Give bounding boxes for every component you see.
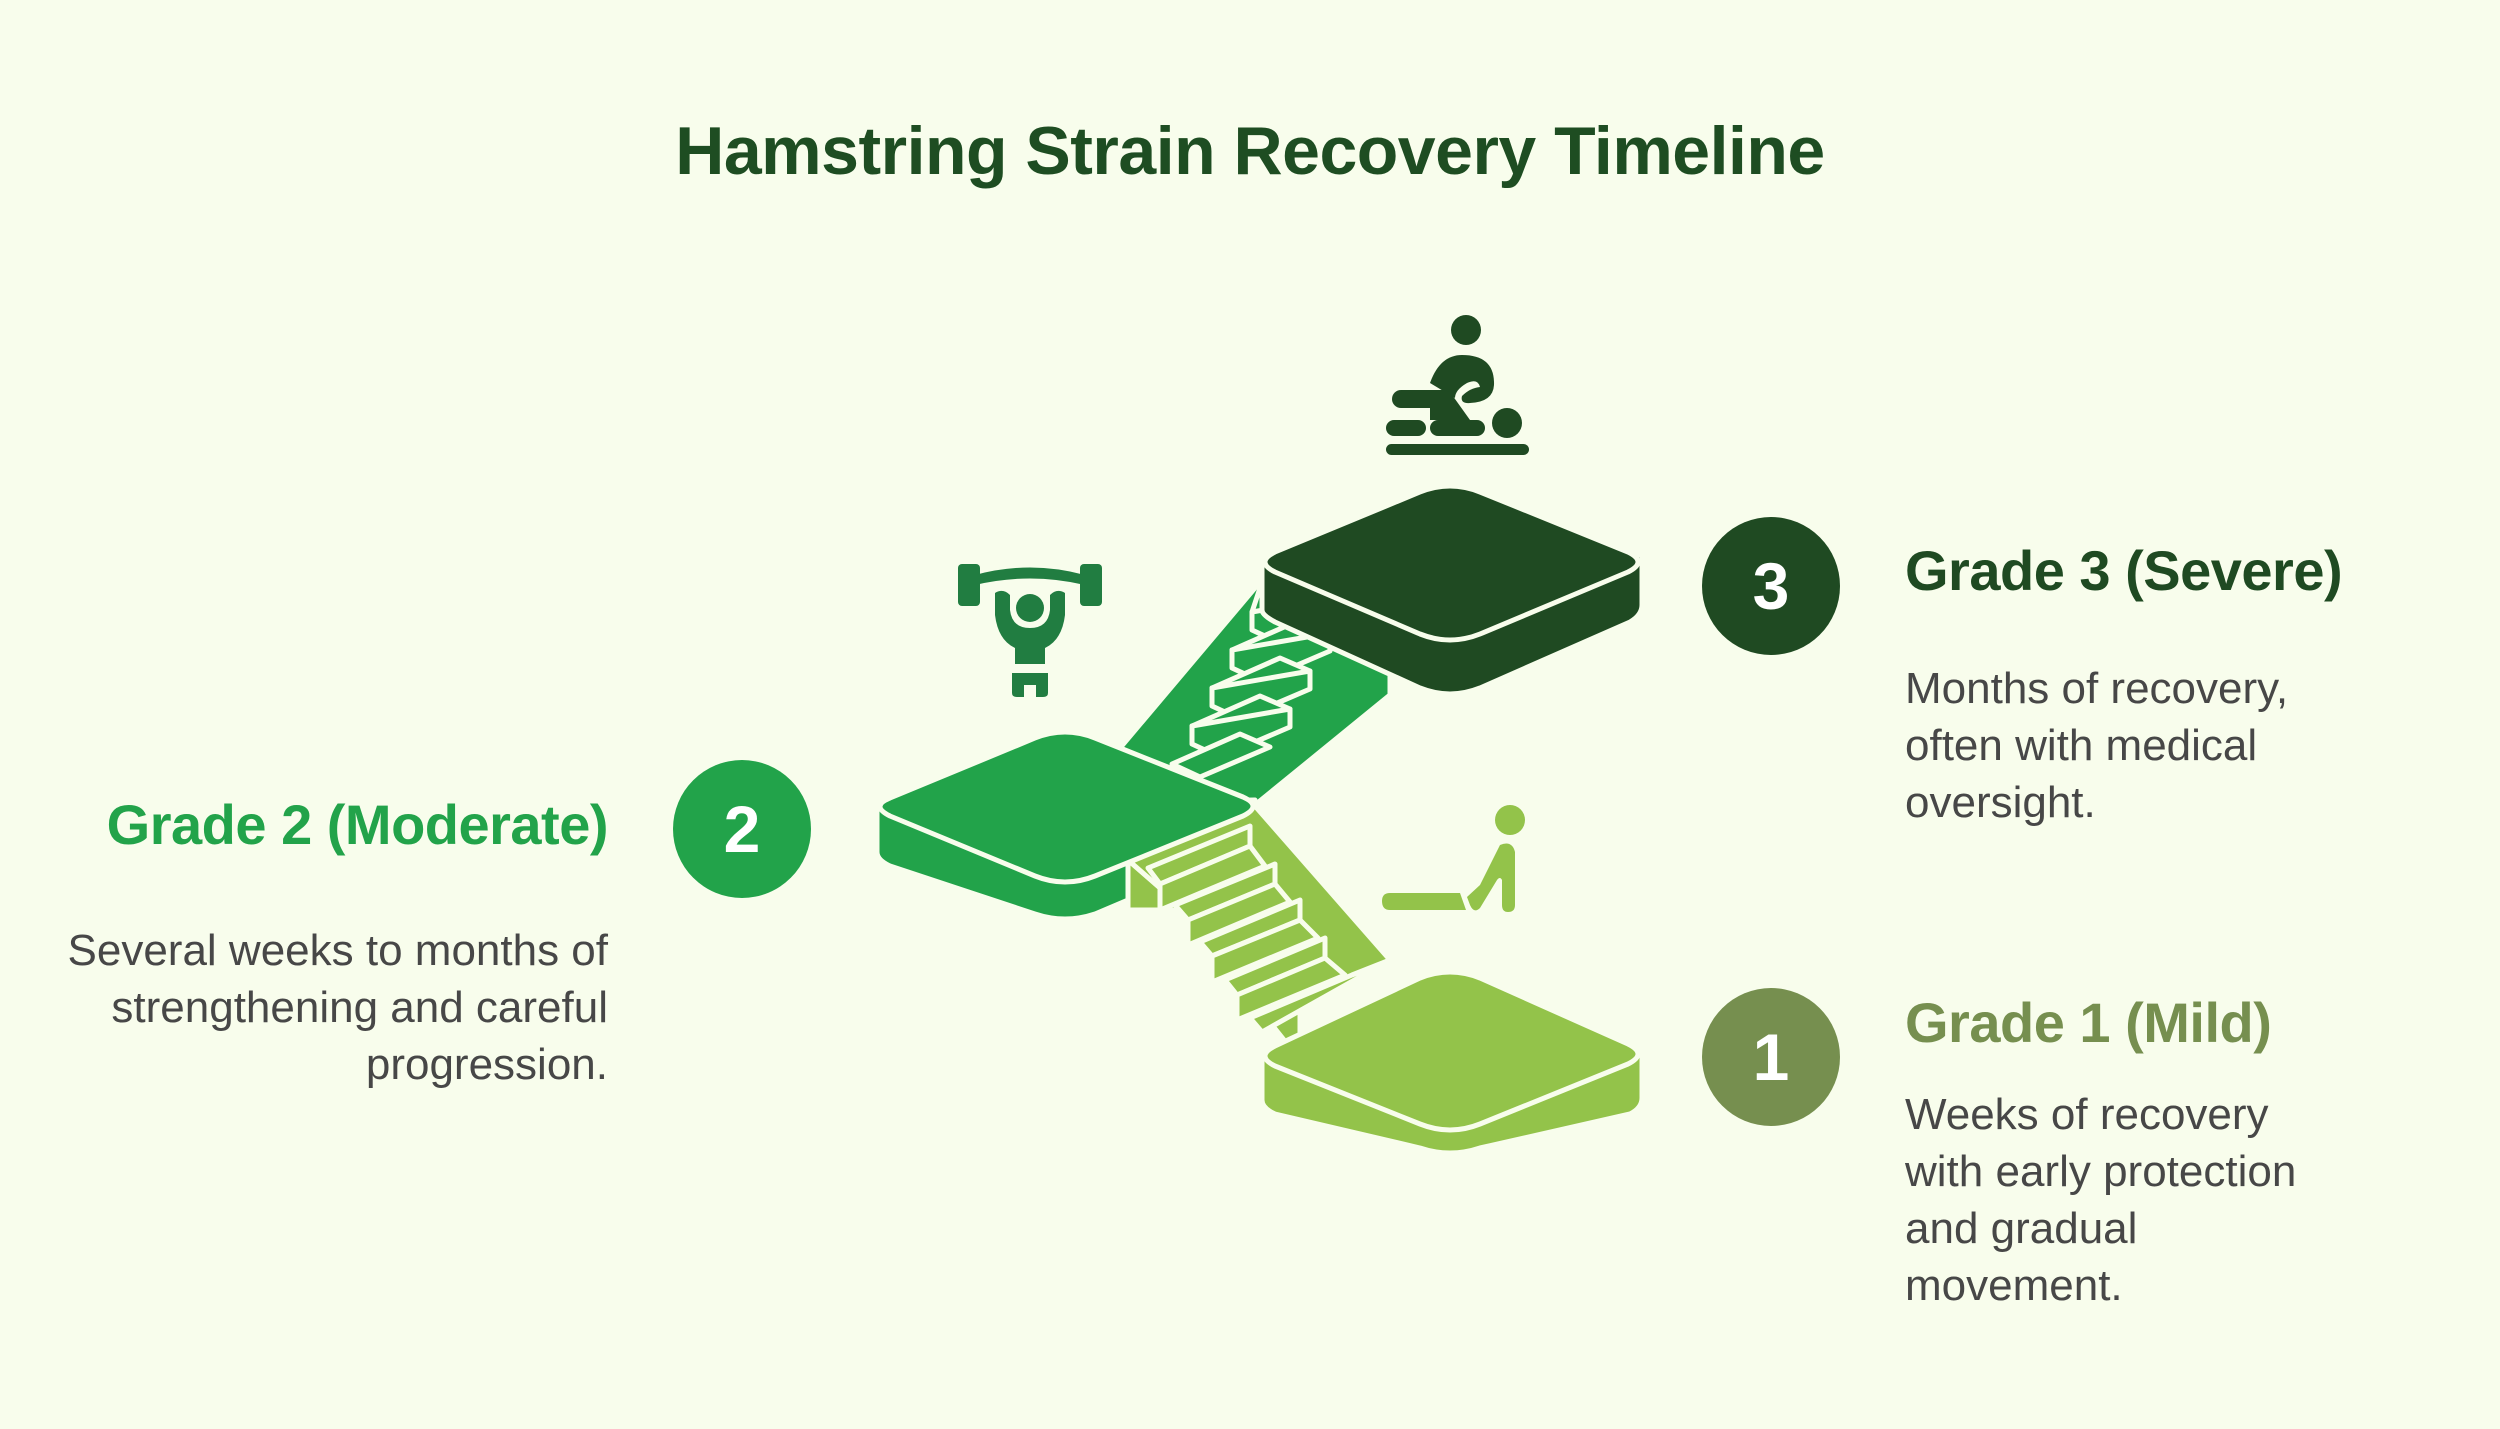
platform-grade-2 xyxy=(874,729,1258,922)
stairs-lower xyxy=(1125,803,1393,1063)
platform-grade-1 xyxy=(1259,969,1645,1156)
step-badge-3: 3 xyxy=(1702,517,1840,655)
weightlifting-person-icon xyxy=(958,564,1102,697)
grade-2-heading: Grade 2 (Moderate) xyxy=(106,793,609,856)
stretching-person-icon xyxy=(1382,805,1525,912)
grade-1-description: Weeks of recovery with early protection … xyxy=(1905,1090,2297,1310)
physiotherapy-massage-icon xyxy=(1386,315,1529,455)
platform-grade-3 xyxy=(1259,483,1645,697)
grade-1-heading: Grade 1 (Mild) xyxy=(1905,991,2272,1054)
page-title: Hamstring Strain Recovery Timeline xyxy=(675,113,1825,189)
grade-3-description: Months of recovery, often with medical o… xyxy=(1905,664,2289,827)
step-badge-1: 1 xyxy=(1702,988,1840,1126)
step-badge-2: 2 xyxy=(673,760,811,898)
grade-3-heading: Grade 3 (Severe) xyxy=(1905,539,2343,602)
grade-2-description: Several weeks to months of strengthening… xyxy=(67,926,608,1089)
